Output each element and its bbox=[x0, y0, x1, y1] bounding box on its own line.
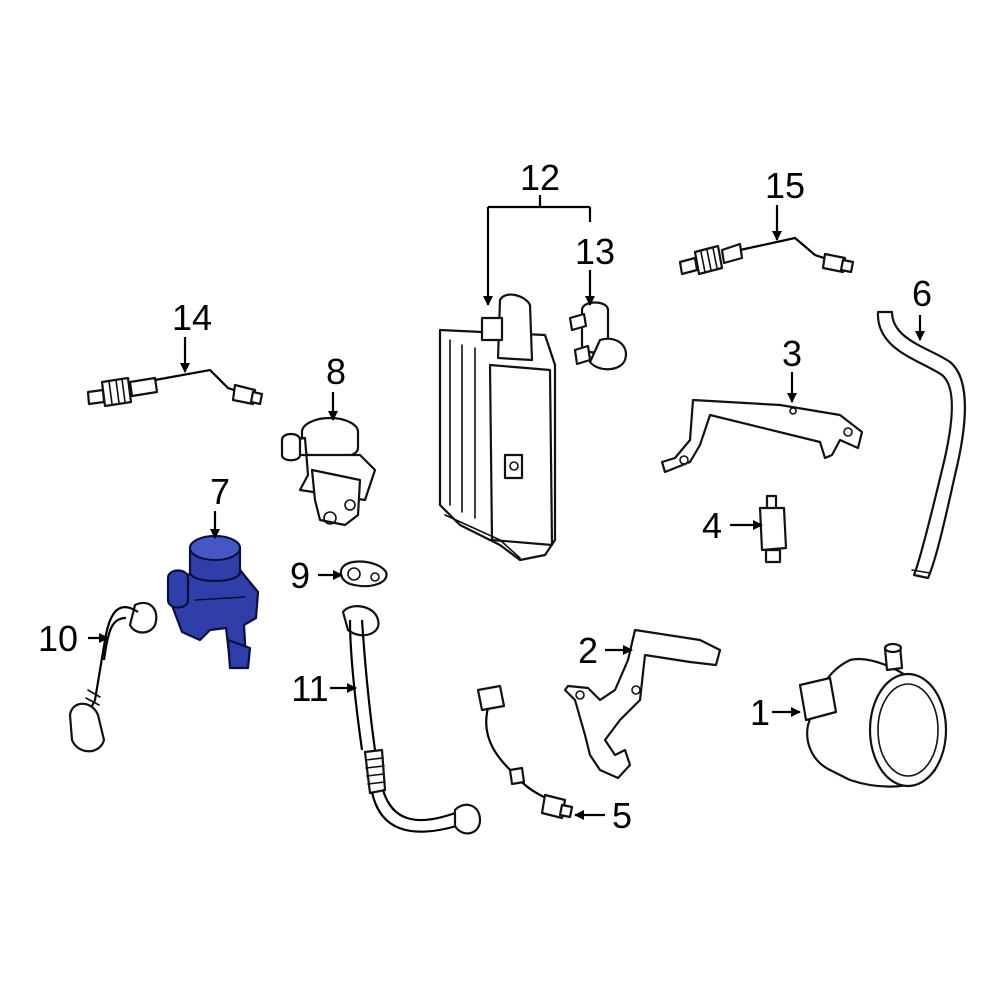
callout-9[interactable]: 9 bbox=[290, 555, 310, 596]
callout-1[interactable]: 1 bbox=[750, 692, 770, 733]
callout-7[interactable]: 7 bbox=[210, 471, 230, 512]
callout-10[interactable]: 10 bbox=[38, 618, 78, 659]
part-7-valve-highlighted[interactable] bbox=[166, 535, 260, 670]
callout-8[interactable]: 8 bbox=[326, 351, 346, 392]
callout-15[interactable]: 15 bbox=[765, 165, 805, 206]
part-9-gasket[interactable] bbox=[339, 560, 388, 588]
callout-6[interactable]: 6 bbox=[912, 273, 932, 314]
part-8-valve[interactable] bbox=[280, 416, 377, 527]
part-10-pipe[interactable] bbox=[68, 601, 158, 753]
part-2-bracket[interactable] bbox=[563, 628, 722, 780]
part-11-pipe[interactable] bbox=[341, 605, 482, 835]
callout-14[interactable]: 14 bbox=[172, 297, 212, 338]
callout-4[interactable]: 4 bbox=[702, 505, 722, 546]
part-1-air-pump[interactable] bbox=[798, 642, 948, 788]
part-15-sensor[interactable] bbox=[678, 236, 855, 276]
callout-labels: 12 13 15 14 8 7 9 10 11 6 3 4 2 1 5 bbox=[38, 157, 932, 836]
part-4-filter[interactable] bbox=[758, 494, 788, 564]
callout-5[interactable]: 5 bbox=[612, 795, 632, 836]
part-3-bracket[interactable] bbox=[660, 398, 864, 474]
part-14-sensor[interactable] bbox=[86, 368, 264, 408]
callout-11[interactable]: 11 bbox=[291, 668, 328, 709]
callout-3[interactable]: 3 bbox=[782, 333, 802, 374]
part-6-hose[interactable] bbox=[876, 310, 966, 580]
callout-2[interactable]: 2 bbox=[578, 630, 598, 671]
leader-lines bbox=[88, 195, 925, 820]
callout-13[interactable]: 13 bbox=[575, 231, 615, 272]
part-13-valve[interactable] bbox=[568, 301, 628, 371]
part-12-canister[interactable] bbox=[438, 293, 557, 562]
callout-12[interactable]: 12 bbox=[520, 157, 560, 198]
part-5-sensor-harness[interactable] bbox=[476, 684, 574, 820]
